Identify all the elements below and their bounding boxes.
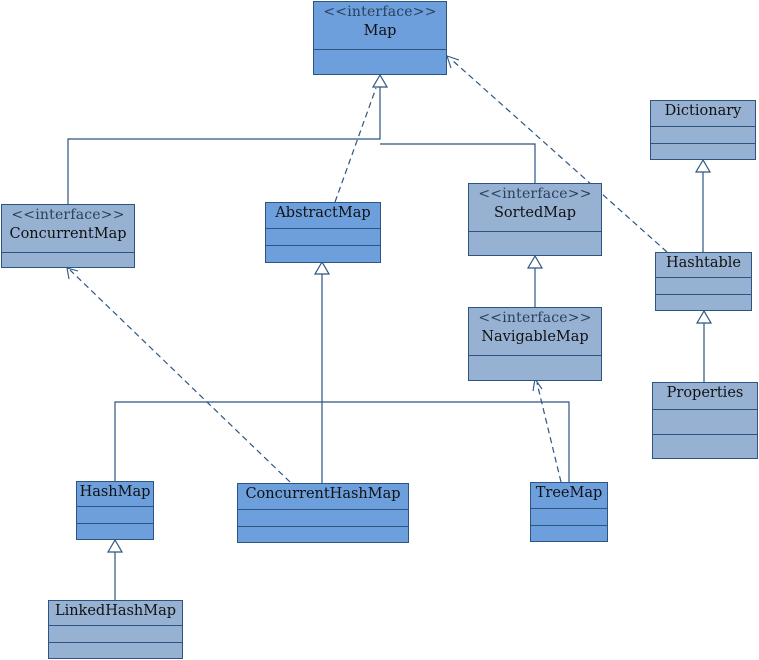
arrowhead-abstractmap-generalization xyxy=(313,260,331,275)
class-section xyxy=(531,509,607,526)
arrowhead-hashtable-generalization xyxy=(695,309,713,324)
class-name: Dictionary xyxy=(664,103,742,119)
class-section xyxy=(266,246,380,262)
class-header: ConcurrentHashMap xyxy=(238,484,408,510)
class-section xyxy=(2,253,134,267)
class-name: ConcurrentHashMap xyxy=(245,486,401,502)
arrowhead-hashmap-generalization xyxy=(106,538,124,553)
stereotype-label: <<interface>> xyxy=(478,310,592,326)
arrowhead-dictionary-generalization xyxy=(694,158,712,173)
class-box-treemap[interactable]: TreeMap xyxy=(530,482,608,542)
arrowhead-map-generalization xyxy=(371,73,389,88)
class-section xyxy=(238,527,408,542)
class-section xyxy=(77,507,153,524)
class-name: HashMap xyxy=(79,484,151,500)
stereotype-label: <<interface>> xyxy=(11,207,125,223)
class-name: Hashtable xyxy=(665,255,742,271)
class-header: TreeMap xyxy=(531,483,607,509)
class-header: LinkedHashMap xyxy=(49,601,182,626)
arrowhead-map-realization-hashtable xyxy=(446,55,460,69)
class-header: HashMap xyxy=(77,482,153,507)
class-section xyxy=(653,410,757,435)
class-section xyxy=(49,643,182,658)
edge-concurrentmap-map xyxy=(67,86,381,204)
arrowhead-concurrentmap-realization xyxy=(66,267,79,280)
edge-abstractmap-map xyxy=(334,87,377,203)
class-name: AbstractMap xyxy=(275,205,371,221)
class-box-hashmap[interactable]: HashMap xyxy=(76,481,154,540)
class-header: <<interface>> ConcurrentMap xyxy=(2,205,134,253)
class-section xyxy=(469,232,601,255)
class-section xyxy=(651,144,755,159)
class-box-linkedhashmap[interactable]: LinkedHashMap xyxy=(48,600,183,659)
arrowhead-sortedmap-generalization xyxy=(526,254,544,269)
class-section xyxy=(653,435,757,458)
class-header: <<interface>> NavigableMap xyxy=(469,308,601,356)
class-name: Map xyxy=(363,23,397,39)
class-header: AbstractMap xyxy=(266,203,380,229)
class-box-hashtable[interactable]: Hashtable xyxy=(655,252,752,311)
class-box-concurrenthashmap[interactable]: ConcurrentHashMap xyxy=(237,483,409,543)
class-section xyxy=(266,229,380,246)
class-name: SortedMap xyxy=(493,205,577,221)
class-section xyxy=(77,524,153,539)
class-header: Properties xyxy=(653,383,757,410)
class-section xyxy=(469,356,601,380)
class-section xyxy=(238,510,408,527)
class-header: Dictionary xyxy=(651,101,755,127)
class-box-map[interactable]: <<interface>> Map xyxy=(313,1,447,75)
class-box-properties[interactable]: Properties xyxy=(652,382,758,459)
class-header: Hashtable xyxy=(656,253,751,278)
class-section xyxy=(531,526,607,541)
class-section xyxy=(49,626,182,643)
class-section xyxy=(651,127,755,144)
edge-treemap-abstractmap xyxy=(322,401,570,482)
edge-treemap-navigablemap xyxy=(536,382,562,483)
edge-hashtable-map xyxy=(451,59,668,253)
class-name: NavigableMap xyxy=(481,329,589,345)
class-header: <<interface>> Map xyxy=(314,2,446,50)
stereotype-label: <<interface>> xyxy=(323,4,437,20)
class-section xyxy=(656,295,751,310)
class-name: ConcurrentMap xyxy=(9,226,127,242)
class-box-abstractmap[interactable]: AbstractMap xyxy=(265,202,381,263)
class-header: <<interface>> SortedMap xyxy=(469,184,601,232)
edge-hashmap-abstractmap xyxy=(114,401,322,481)
class-name: TreeMap xyxy=(535,485,603,501)
stereotype-label: <<interface>> xyxy=(478,186,592,202)
edge-concurrenthashmap-concurrentmap xyxy=(69,269,291,483)
class-section xyxy=(314,50,446,74)
class-box-navigablemap[interactable]: <<interface>> NavigableMap xyxy=(468,307,602,381)
edge-sortedmap-map xyxy=(380,143,536,183)
class-name: LinkedHashMap xyxy=(54,603,177,619)
class-name: Properties xyxy=(666,385,744,401)
class-box-dictionary[interactable]: Dictionary xyxy=(650,100,756,160)
class-box-sortedmap[interactable]: <<interface>> SortedMap xyxy=(468,183,602,256)
class-section xyxy=(656,278,751,295)
class-box-concurrentmap[interactable]: <<interface>> ConcurrentMap xyxy=(1,204,135,268)
